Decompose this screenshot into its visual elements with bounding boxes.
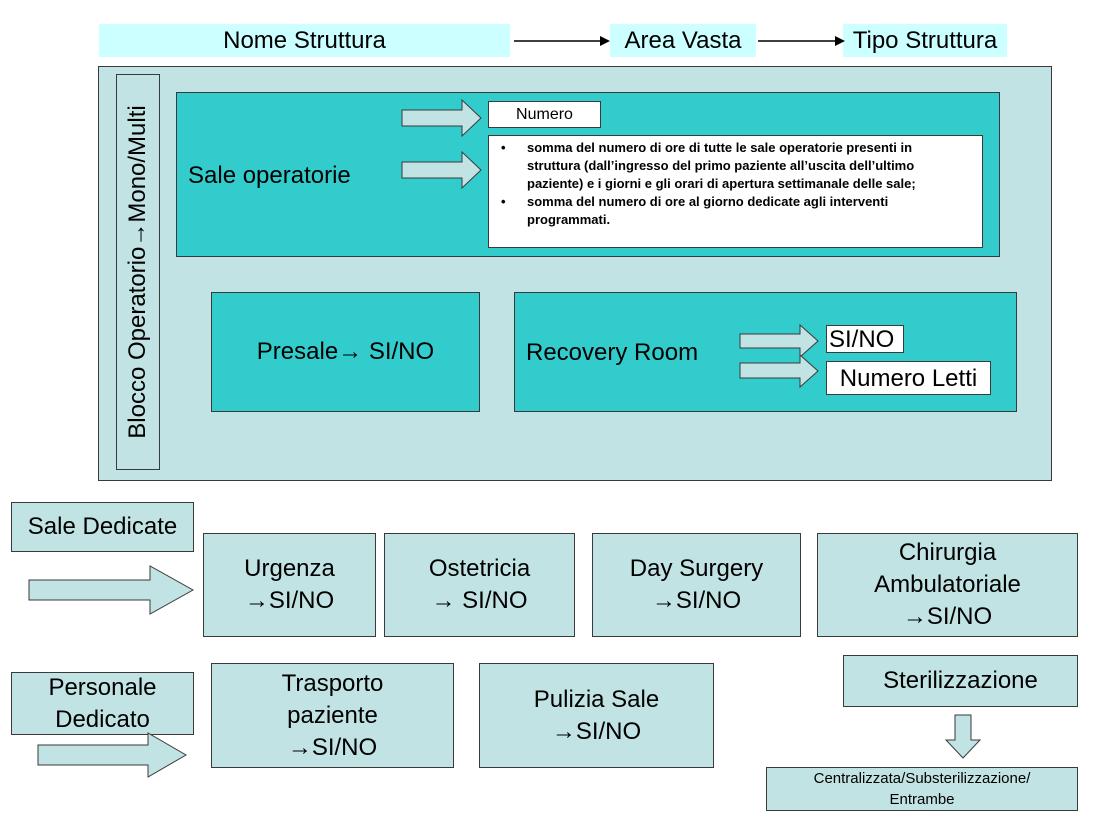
urgenza-title: Urgenza bbox=[244, 555, 335, 582]
hours-description-box: • somma del numero di ore di tutte le sa… bbox=[488, 135, 983, 248]
arrow-to-description-icon bbox=[401, 150, 482, 190]
sterilizzazione-box: Sterilizzazione bbox=[843, 655, 1078, 707]
bullet-icon: • bbox=[501, 140, 506, 155]
sterilizzazione-options-box: Centralizzata/Substerilizzazione/ Entram… bbox=[766, 767, 1078, 811]
arrow-to-numero-letti-icon bbox=[739, 353, 819, 389]
chirurgia-ambulatoriale-title: Chirurgia Ambulatoriale bbox=[874, 539, 1021, 598]
sterilizzazione-options: Centralizzata/Substerilizzazione/ Entram… bbox=[813, 770, 1031, 808]
arrow-to-numero-icon bbox=[401, 98, 482, 138]
day-surgery-value: →SI/NO bbox=[651, 587, 742, 614]
ostetricia-title: Ostetricia bbox=[428, 555, 531, 582]
arrow-to-si-no-icon bbox=[739, 323, 819, 359]
ostetricia-value: → SI/NO bbox=[431, 587, 528, 614]
pulizia-sale-box: Pulizia Sale →SI/NO bbox=[479, 663, 714, 768]
chirurgia-ambulatoriale-value: →SI/NO bbox=[902, 603, 993, 630]
day-surgery-box: Day Surgery →SI/NO bbox=[592, 533, 801, 637]
personale-dedicato-label: Personale Dedicato bbox=[11, 672, 194, 735]
arrow-area-to-tipo-icon bbox=[758, 36, 845, 46]
bullet-text: somma del numero di ore al giorno dedica… bbox=[527, 194, 889, 227]
bullet-text: somma del numero di ore di tutte le sale… bbox=[527, 140, 916, 191]
trasporto-paziente-box: Trasporto paziente →SI/NO bbox=[211, 663, 454, 768]
urgenza-box: Urgenza →SI/NO bbox=[203, 533, 376, 637]
sale-dedicate-label: Sale Dedicate bbox=[11, 502, 194, 552]
chirurgia-ambulatoriale-box: Chirurgia Ambulatoriale →SI/NO bbox=[817, 533, 1078, 637]
presale-box: Presale→ SI/NO bbox=[211, 292, 480, 412]
recovery-room-label: Recovery Room bbox=[526, 339, 699, 366]
arrow-personale-dedicato-icon bbox=[37, 732, 187, 778]
ostetricia-box: Ostetricia → SI/NO bbox=[384, 533, 575, 637]
arrow-sale-dedicate-icon bbox=[28, 565, 195, 615]
recovery-si-no-box: SI/NO bbox=[826, 325, 904, 353]
trasporto-paziente-value: →SI/NO bbox=[287, 733, 378, 761]
bullet-item: • somma del numero di ore di tutte le sa… bbox=[489, 139, 982, 193]
nome-struttura-label: Nome Struttura bbox=[99, 24, 510, 57]
pulizia-sale-title: Pulizia Sale bbox=[533, 685, 660, 713]
pulizia-sale-value: →SI/NO bbox=[551, 717, 642, 745]
blocco-operatorio-vertical-box bbox=[116, 74, 160, 470]
arrow-nome-to-area-icon bbox=[514, 36, 610, 46]
numero-letti-box: Numero Letti bbox=[826, 361, 991, 395]
trasporto-paziente-title: Trasporto paziente bbox=[281, 669, 384, 729]
bullet-item: • somma del numero di ore al giorno dedi… bbox=[489, 193, 982, 229]
tipo-struttura-label: Tipo Struttura bbox=[843, 24, 1007, 57]
numero-box: Numero bbox=[488, 101, 601, 128]
area-vasta-label: Area Vasta bbox=[610, 24, 756, 57]
bullet-icon: • bbox=[501, 194, 506, 209]
urgenza-value: →SI/NO bbox=[244, 587, 335, 614]
arrow-down-sterilizzazione-icon bbox=[944, 714, 982, 759]
day-surgery-title: Day Surgery bbox=[629, 555, 764, 582]
sale-operatorie-label: Sale operatorie bbox=[188, 162, 351, 189]
